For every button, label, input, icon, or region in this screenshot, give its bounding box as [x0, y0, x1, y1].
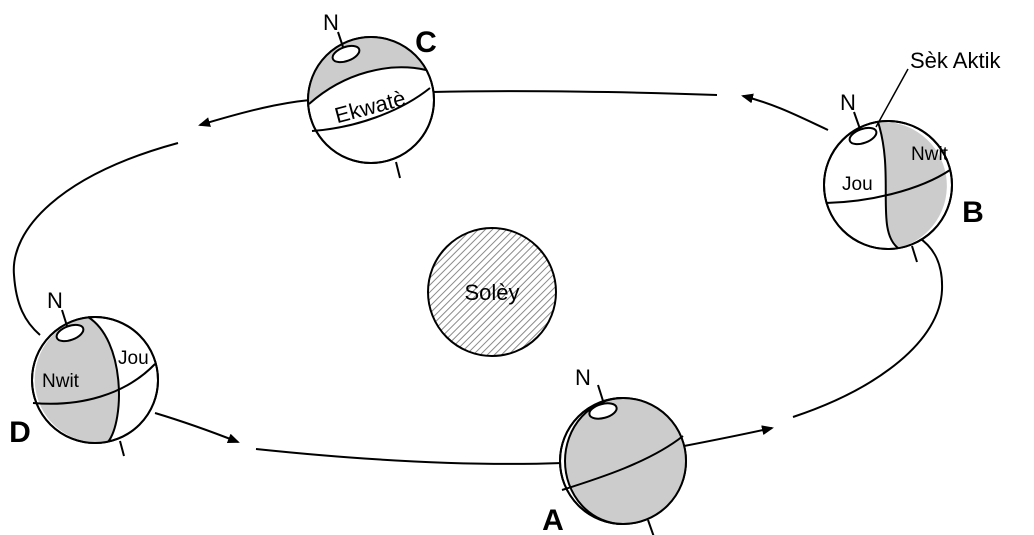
earth-d-day-label: Jou	[118, 348, 149, 369]
earth-c: N Ekwatè C	[308, 10, 437, 178]
earth-b-day-label: Jou	[842, 174, 873, 195]
orbit-segment-left	[14, 143, 178, 335]
earth-d-night-label: Nwit	[42, 371, 80, 392]
earth-b-north-label: N	[840, 90, 856, 115]
orbit-segment-top-left	[200, 100, 310, 125]
position-d-label: D	[9, 416, 31, 449]
orbit-segment-top-right	[743, 96, 828, 130]
orbit-segment-bottom-right	[684, 428, 772, 446]
earth-c-north-label: N	[323, 10, 339, 35]
sun-label: Solèy	[464, 280, 519, 305]
earth-d-axis-south	[120, 441, 124, 456]
earth-b: N Jou Nwit Sèk Aktik B	[824, 48, 1001, 262]
position-a-label: A	[542, 504, 564, 535]
earth-a-axis-south	[648, 520, 654, 535]
earth-a: N A	[542, 365, 686, 535]
sun: Solèy	[428, 228, 556, 356]
orbit-segment-bottom-left	[155, 413, 238, 442]
orbit-segment-top	[432, 91, 717, 95]
earth-a-north-label: N	[575, 365, 591, 390]
earth-b-axis-south	[912, 246, 917, 262]
orbit-segment-bottom	[256, 449, 563, 464]
earth-b-night-label: Nwit	[911, 144, 949, 165]
earth-d: N Nwit Jou D	[9, 288, 158, 456]
orbit-segment-right	[793, 237, 942, 417]
earth-c-axis-south	[396, 162, 400, 178]
arctic-circle-pointer	[876, 69, 908, 127]
position-c-label: C	[415, 26, 437, 59]
arctic-circle-label: Sèk Aktik	[910, 48, 1001, 73]
position-b-label: B	[962, 196, 984, 229]
earth-d-north-label: N	[47, 288, 63, 313]
